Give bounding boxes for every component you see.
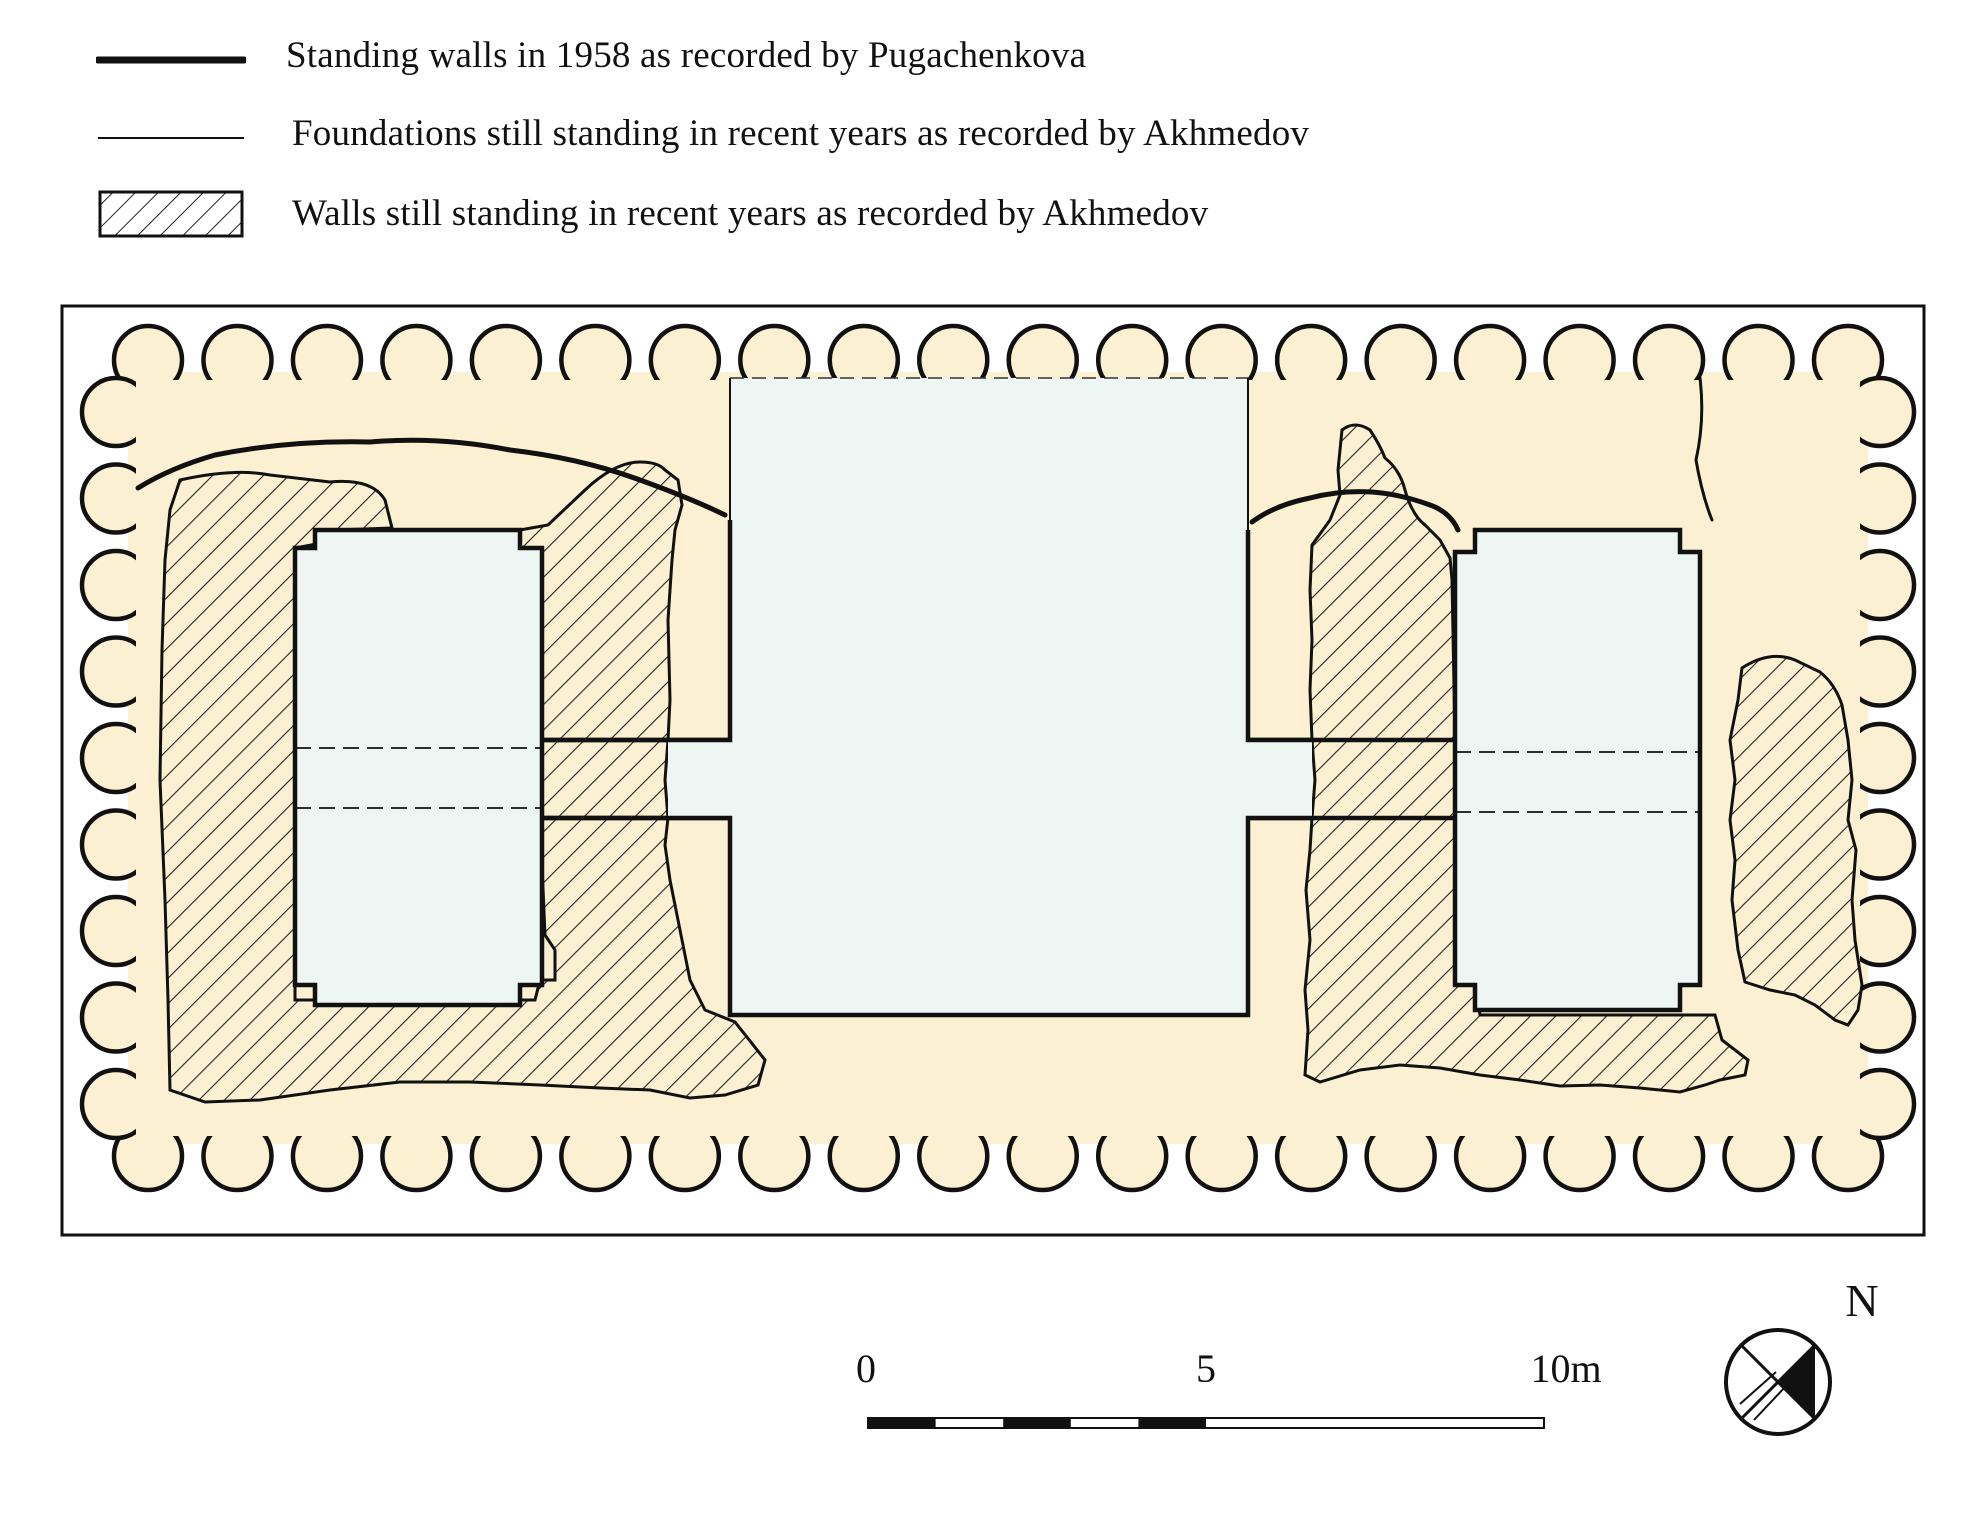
legend-label: Walls still standing in recent years as … [292,193,1209,234]
thin-line-swatch [98,137,244,139]
north-label: N [1845,1275,1878,1326]
scale-tick-10m: 10m [1530,1346,1601,1391]
corridor-west [668,740,730,818]
wall-remnant-southeast [1303,816,1750,1094]
wall-remnant-corridor-west [538,738,670,820]
wall-remnant-northwest [518,460,684,742]
central-hall [730,378,1248,1015]
legend-item-foundations: Foundations still standing in recent yea… [96,106,1596,166]
scale-segment [1003,1418,1071,1428]
compass-rose-icon [1724,1328,1832,1436]
wall-1958-east [1249,489,1461,533]
legend-label: Foundations still standing in recent yea… [292,113,1310,154]
wall-remnant-far-east [1728,654,1864,1027]
room-east-passage [1455,751,1700,813]
scale-tick-0: 0 [856,1346,876,1391]
legend-label: Standing walls in 1958 as recorded by Pu… [286,35,1087,76]
corridor-walls [542,737,1455,821]
room-west [292,527,545,1008]
hatched-box-swatch [98,190,244,238]
room-west-passage [295,747,542,809]
central-hall-north-walls [729,378,1249,530]
legend-item-standing-walls-1958: Standing walls in 1958 as recorded by Pu… [96,28,1596,88]
wall-1958-east-edge [1694,376,1714,522]
wall-1958-west [135,437,728,518]
scale-bar: 0 5 10m [856,1346,1602,1429]
north-arrow: N [1724,1275,1879,1436]
wall-remnant-corridor-east [1310,738,1457,820]
scale-tick-5: 5 [1196,1346,1216,1391]
scale-segment [868,1418,936,1428]
legend-item-walls-recent: Walls still standing in recent years as … [96,186,1596,246]
scale-segment [1138,1418,1206,1428]
room-east [1452,527,1703,1013]
thick-line-swatch [96,56,246,64]
corridor-east [1248,740,1312,818]
